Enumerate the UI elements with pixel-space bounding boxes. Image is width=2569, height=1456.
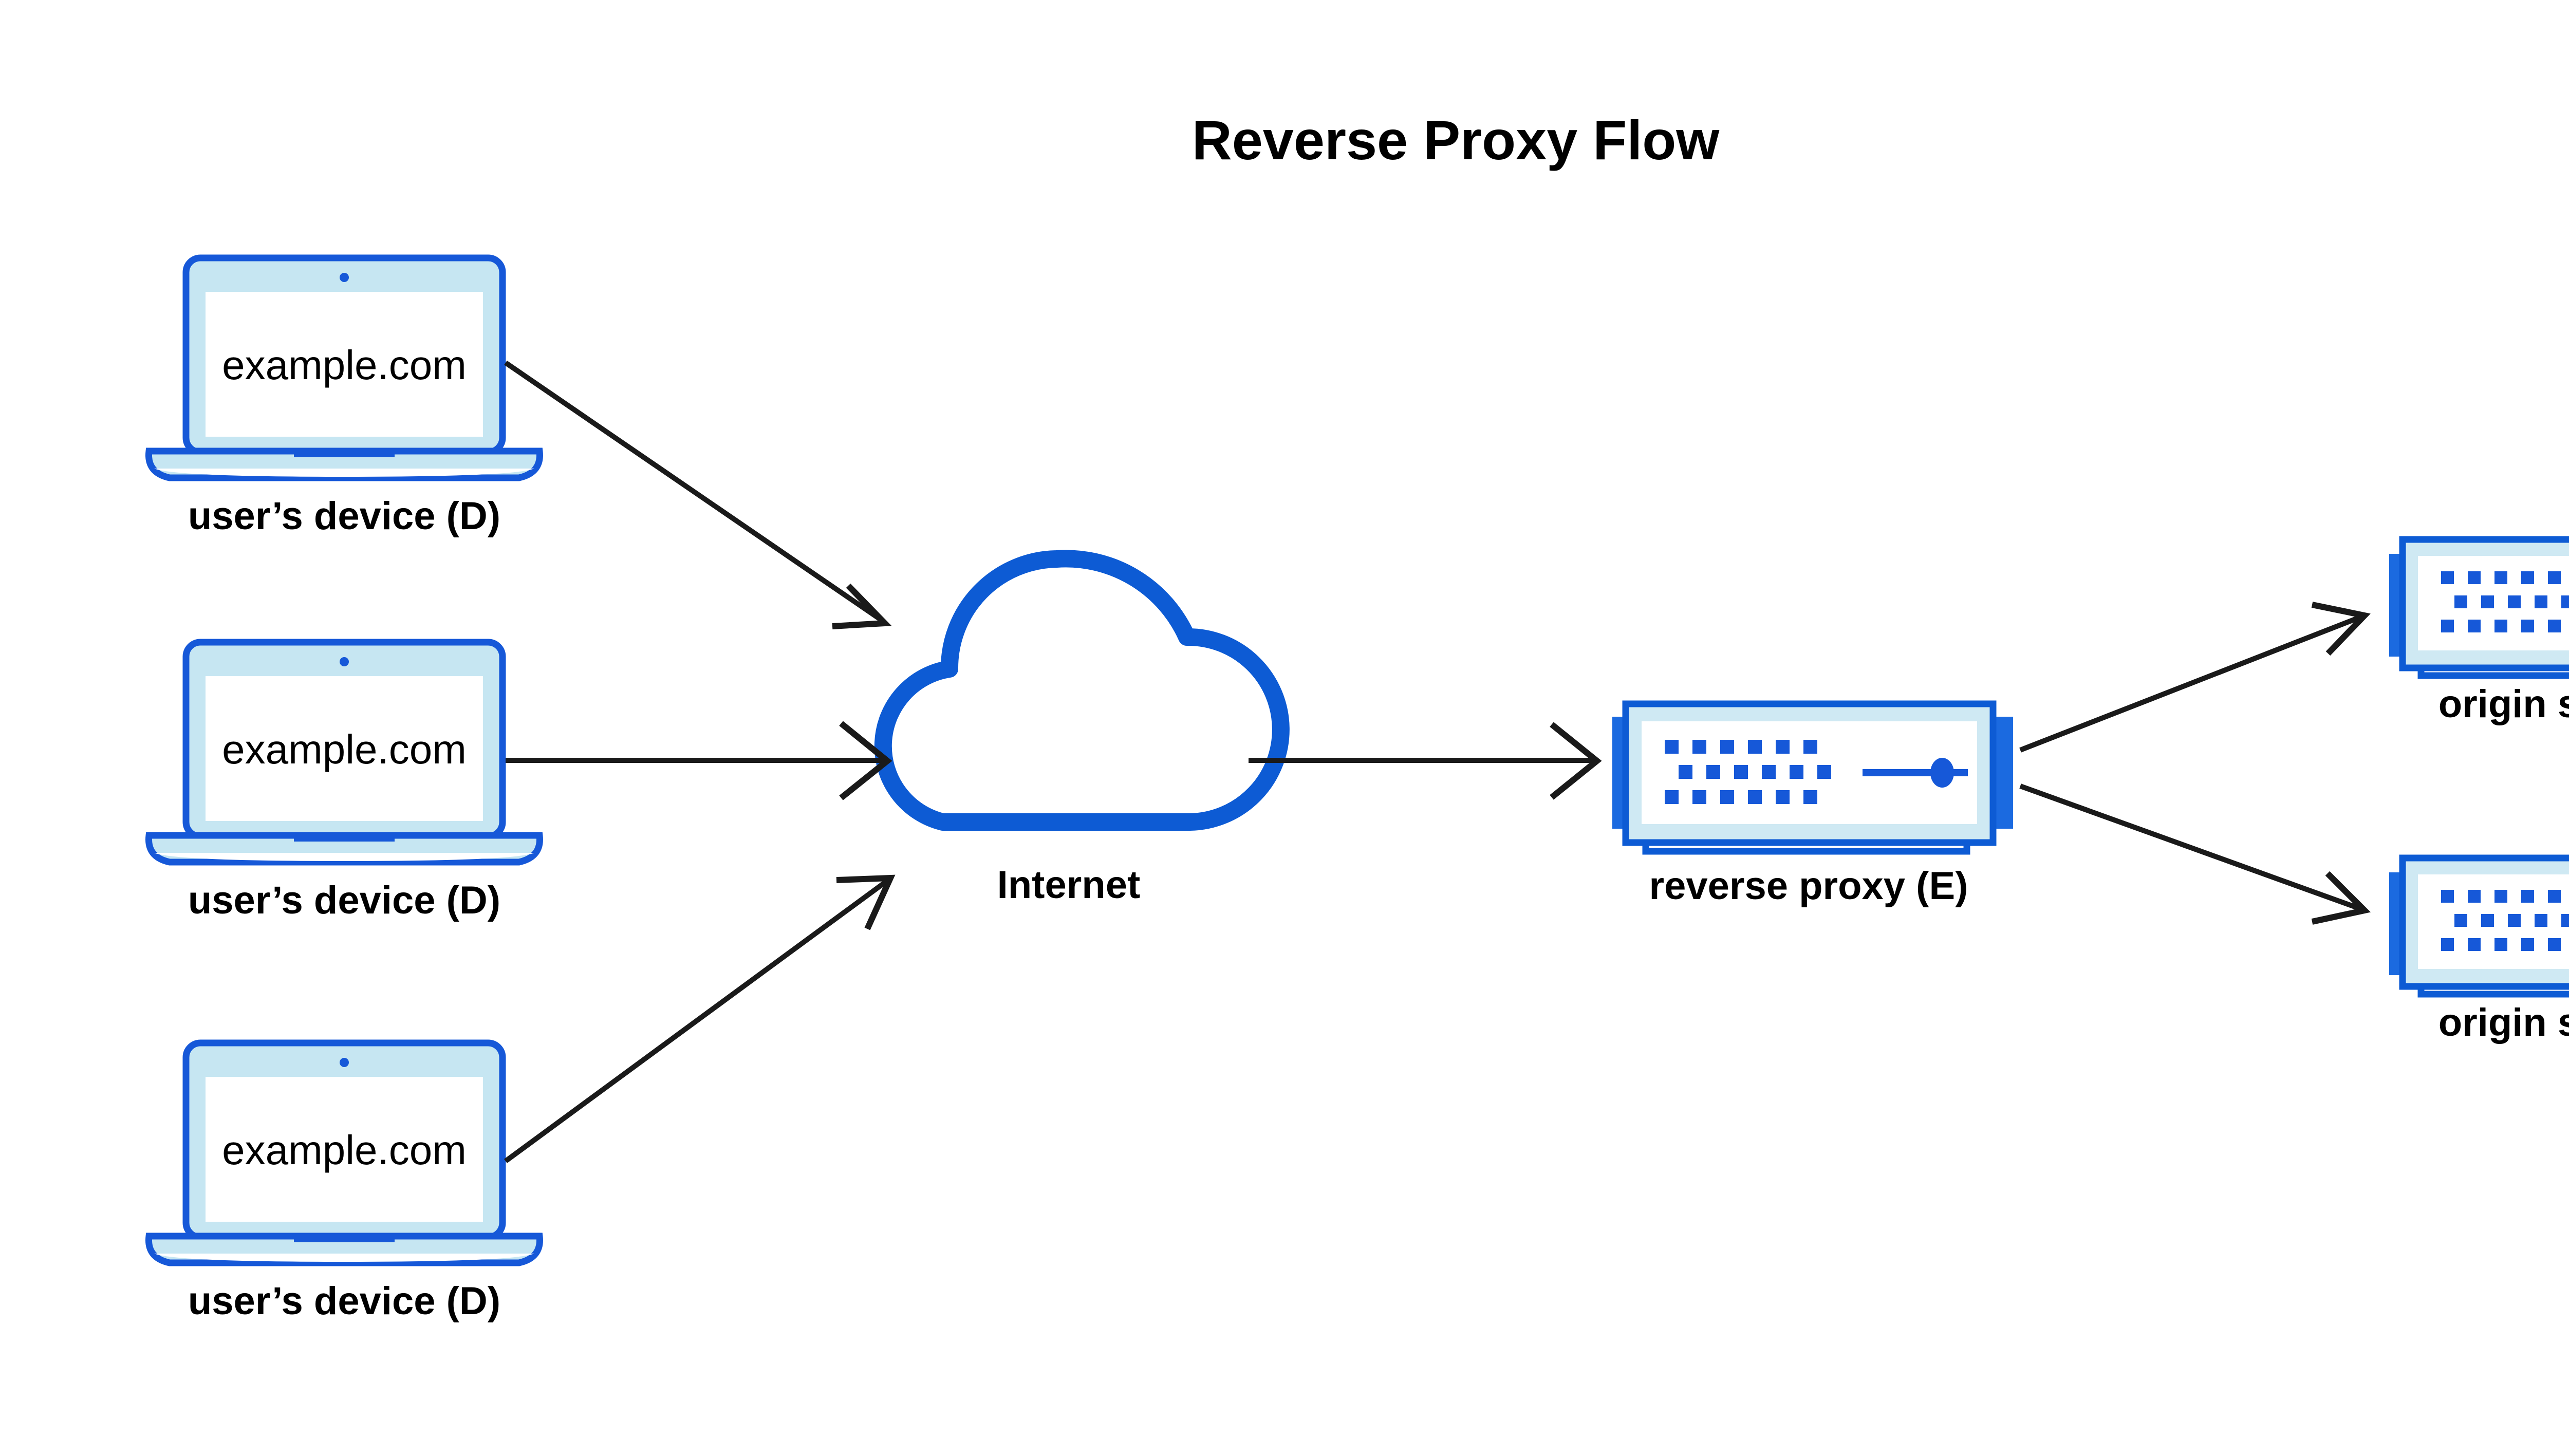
node-label-device-bottom: user’s device (D) <box>188 1279 500 1323</box>
node-label-internet: Internet <box>997 863 1141 907</box>
server-status-led-icon <box>1930 758 1954 788</box>
page-title: Reverse Proxy Flow <box>1192 109 1720 171</box>
node-label-reverse-proxy: reverse proxy (E) <box>1649 864 1968 908</box>
laptop-camera-icon <box>340 657 349 666</box>
laptop-base-highlight <box>154 1254 534 1262</box>
laptop-screen <box>206 1077 483 1222</box>
laptop-screen-text: example.com <box>222 342 467 388</box>
laptop-base-highlight <box>154 853 534 861</box>
node-origin-top[interactable]: origin server (F) <box>2389 536 2569 726</box>
node-origin-bottom[interactable]: origin server (F) <box>2389 854 2569 1044</box>
node-label-device-middle: user’s device (D) <box>188 879 500 922</box>
node-label-origin-bottom: origin server (F) <box>2438 1001 2569 1044</box>
laptop-screen <box>206 676 483 821</box>
node-device-middle[interactable]: example.com user’s device (D) <box>145 639 543 922</box>
node-label-origin-top: origin server (F) <box>2438 682 2569 726</box>
laptop-camera-icon <box>340 273 349 282</box>
server-vent-grid-icon <box>2441 890 2569 951</box>
node-device-top[interactable]: example.com user’s device (D) <box>145 254 543 538</box>
edge-device-bottom-to-internet <box>504 874 896 1164</box>
laptop-screen-text: example.com <box>222 726 467 772</box>
laptop-trackpad-notch <box>294 451 395 457</box>
edge-device-middle-to-internet <box>506 721 892 800</box>
edge-reverse-proxy-to-origin-bottom <box>2019 783 2371 925</box>
laptop-screen-text: example.com <box>222 1127 467 1173</box>
node-label-device-top: user’s device (D) <box>188 494 500 538</box>
laptop-base-highlight <box>154 469 534 477</box>
cloud-icon <box>874 550 1290 831</box>
node-reverse-proxy[interactable]: reverse proxy (E) <box>1612 700 2013 908</box>
edge-device-top-to-internet <box>504 360 892 629</box>
edge-internet-to-reverse-proxy <box>1249 722 1602 800</box>
laptop-screen <box>206 292 483 437</box>
server-vent-grid-icon <box>2441 571 2569 632</box>
laptop-camera-icon <box>340 1058 349 1067</box>
laptop-trackpad-notch <box>294 835 395 842</box>
node-device-bottom[interactable]: example.com user’s device (D) <box>145 1039 543 1323</box>
server-vent-grid-icon <box>1665 740 1831 804</box>
node-internet[interactable]: Internet <box>874 550 1290 907</box>
laptop-trackpad-notch <box>294 1236 395 1242</box>
edge-reverse-proxy-to-origin-top <box>2019 602 2371 753</box>
